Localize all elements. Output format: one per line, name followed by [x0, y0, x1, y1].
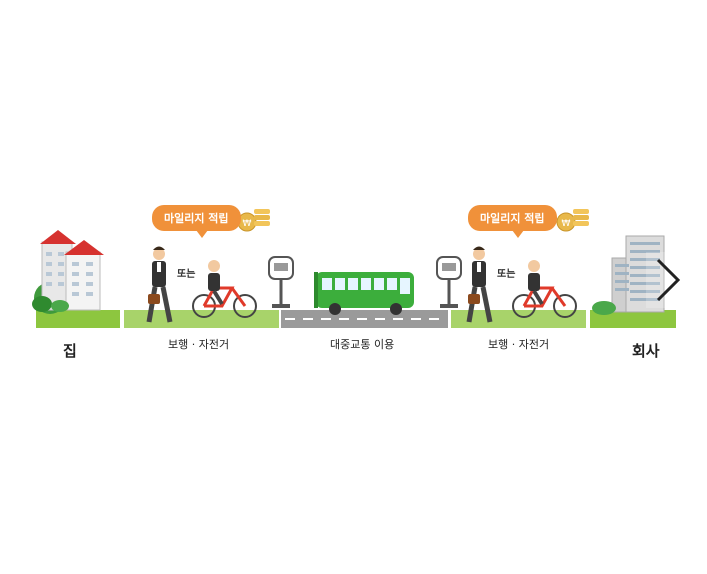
chevron-right-icon	[656, 258, 681, 302]
coin-stack-icon: ₩	[556, 209, 589, 232]
mileage-bubble-1: 마일리지 적립	[152, 205, 241, 238]
svg-text:₩: ₩	[243, 219, 252, 229]
public-transit-label: 대중교통 이용	[330, 338, 395, 351]
apartment-icon	[32, 230, 104, 314]
bus-stop-icon	[268, 256, 294, 308]
walk-bike-label-1: 보행 · 자전거	[168, 338, 230, 351]
walking-person-icon	[466, 246, 493, 323]
walking-person-icon	[146, 246, 173, 323]
next-slide-button[interactable]	[646, 252, 686, 308]
bus-stop-icon	[436, 256, 462, 308]
svg-text:₩: ₩	[562, 219, 571, 229]
office-label: 회사	[632, 342, 660, 360]
cyclist-icon	[512, 260, 577, 318]
walk-bike-label-2: 보행 · 자전거	[488, 338, 550, 351]
office-grass	[590, 310, 676, 328]
cyclist-icon	[192, 260, 257, 318]
mileage-bubble-2: 마일리지 적립	[468, 205, 557, 238]
coin-stack-icon: ₩	[237, 209, 270, 232]
walk-grass-2	[451, 310, 586, 328]
home-grass	[36, 310, 120, 328]
walk-grass-1	[124, 310, 279, 328]
bus-icon	[314, 272, 414, 315]
home-label: 집	[63, 342, 77, 360]
or-label-2: 또는	[497, 269, 516, 280]
or-label-1: 또는	[177, 269, 196, 280]
